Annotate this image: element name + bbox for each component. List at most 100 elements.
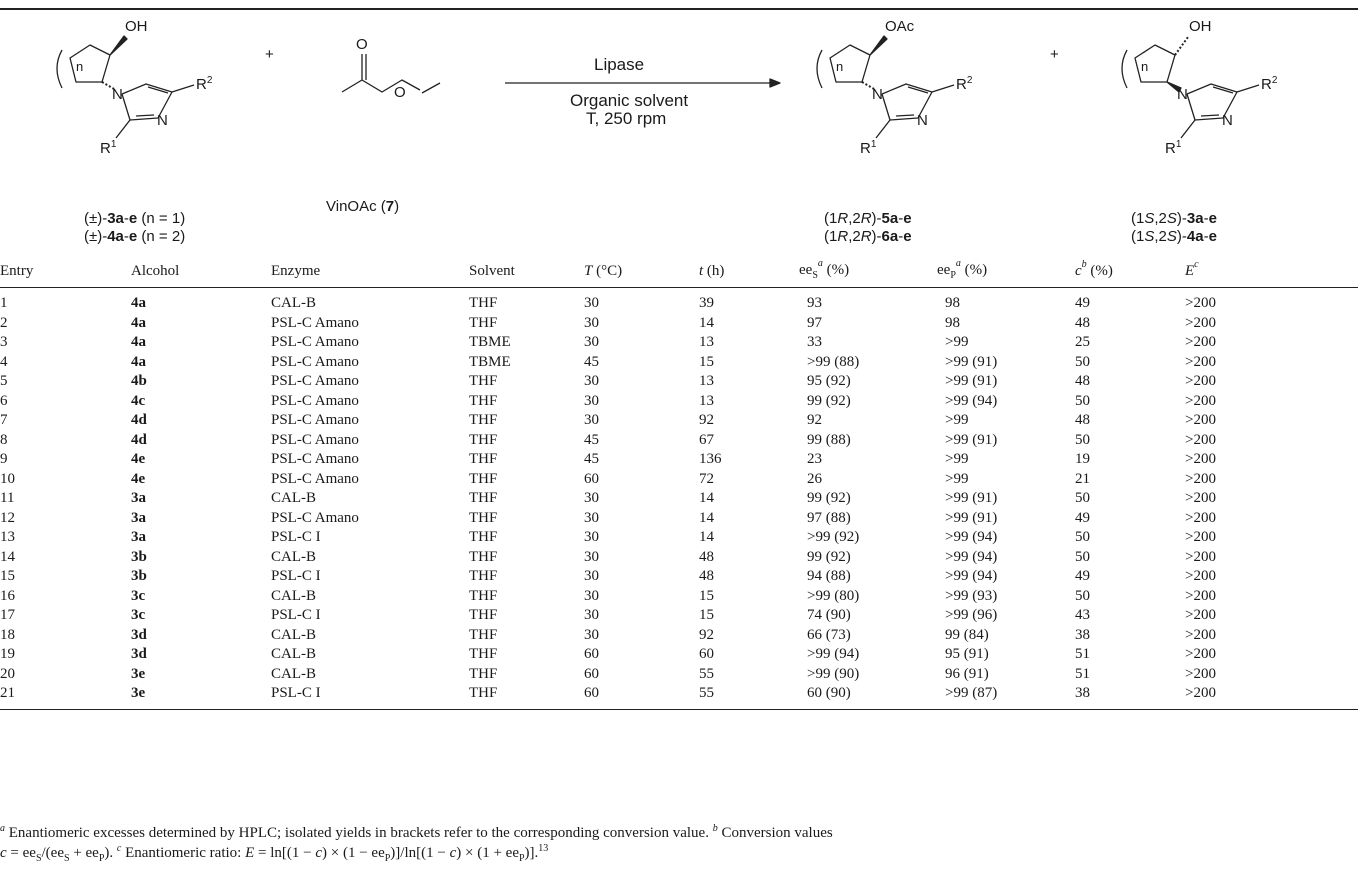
footnote-line-2: c = eeS/(eeS + eeP). c Enantiomeric rati… <box>0 843 549 864</box>
table-cell: 48 <box>1075 373 1090 389</box>
product1-label-line1: (1R,2R)-5a-e <box>824 210 912 227</box>
table-cell: 15 <box>0 568 15 584</box>
table-cell: 14 <box>699 314 714 331</box>
table-cell: 3e <box>131 665 146 682</box>
table-cell: >200 <box>1185 607 1216 623</box>
table-cell: 6 <box>0 392 8 409</box>
table-cell: PSL-C I <box>271 529 321 545</box>
reagent-lipase: Lipase <box>594 55 645 74</box>
table-cell: >200 <box>1185 587 1216 604</box>
plus-sign-2: + <box>1050 46 1059 63</box>
table-cell: 99 (88) <box>807 431 851 448</box>
header-time: t (h) <box>699 256 799 288</box>
table-cell: 8 <box>0 431 8 448</box>
table-cell: THF <box>469 490 498 506</box>
table-cell: 55 <box>699 684 799 710</box>
table-cell: THF <box>469 548 498 565</box>
table-cell: THF <box>469 509 498 526</box>
footnote-line-1: a Enantiomeric excesses determined by HP… <box>0 823 833 841</box>
product1-label-line2: (1R,2R)-6a-e <box>824 228 912 245</box>
table-cell: 48 <box>699 548 714 565</box>
table-cell: 30 <box>584 392 599 409</box>
table-cell: 60 <box>584 684 699 710</box>
table-cell: 15 <box>699 607 714 623</box>
table-cell: 20 <box>0 665 15 682</box>
table-cell: >200 <box>1185 373 1216 389</box>
table-cell: >200 <box>1185 490 1216 506</box>
table-cell: 4a <box>131 295 146 311</box>
table-cell: THF <box>469 646 498 662</box>
table-cell: >99 (93) <box>945 587 998 604</box>
table-cell: 99 (92) <box>807 490 851 506</box>
table-cell: 50 <box>1075 392 1090 409</box>
table-cell: 3 <box>0 334 8 350</box>
table-cell: 92 <box>699 412 714 428</box>
table-cell: 60 (90) <box>799 684 937 710</box>
table-cell: THF <box>469 431 498 448</box>
table-cell: 19 <box>0 646 15 662</box>
table-cell: >99 (94) <box>807 646 860 662</box>
table-cell: 4b <box>131 373 147 389</box>
table-cell: 50 <box>1075 353 1090 370</box>
substrate-r2-label: R2 <box>196 75 213 93</box>
table-cell: 30 <box>584 373 599 389</box>
product1-r1-label: R1 <box>860 139 877 157</box>
table-cell: PSL-C Amano <box>271 451 359 467</box>
table-cell: 9 <box>0 451 8 467</box>
table-cell: 3a <box>131 529 146 545</box>
table-cell: THF <box>469 295 498 311</box>
table-cell: PSL-C Amano <box>271 470 359 487</box>
product2-r1-label: R1 <box>1165 139 1182 157</box>
table-cell: 50 <box>1075 431 1090 448</box>
product-acetate-structure <box>816 35 955 139</box>
table-cell: 48 <box>699 568 714 584</box>
header-alcohol: Alcohol <box>131 256 271 288</box>
substrate-n3-label: N <box>157 112 168 129</box>
table-cell: >200 <box>1185 665 1216 682</box>
table-cell: >99 (94) <box>945 529 998 545</box>
table-cell: 3b <box>131 548 147 565</box>
table-cell: 45 <box>584 431 599 448</box>
table-cell: 11 <box>0 490 15 506</box>
vinoac-carbonyl-o: O <box>356 36 368 53</box>
table-cell: >200 <box>1185 684 1358 710</box>
table-cell: 25 <box>1075 334 1090 350</box>
table-cell: 95 (92) <box>807 373 851 389</box>
table-cell: >200 <box>1185 314 1216 331</box>
table-cell: 13 <box>699 373 714 389</box>
table-cell: 30 <box>584 548 599 565</box>
table-cell: 48 <box>1075 412 1090 428</box>
table-cell: 97 (88) <box>807 509 851 526</box>
table-cell: 15 <box>699 353 714 370</box>
table-cell: 21 <box>0 684 131 710</box>
table-cell: 19 <box>1075 451 1090 467</box>
table-cell: THF <box>469 470 498 487</box>
table-cell: 95 (91) <box>945 646 989 662</box>
table-cell: THF <box>469 587 498 604</box>
table-cell: 51 <box>1075 646 1090 662</box>
header-entry: Entry <box>0 256 131 288</box>
table-cell: PSL-C I <box>271 684 469 710</box>
table-cell: >200 <box>1185 334 1216 350</box>
header-ee-s: eeSa (%) <box>799 256 937 288</box>
table-footnotes: a Enantiomeric excesses determined by HP… <box>0 823 1358 869</box>
substrate-r1-label: R1 <box>100 139 117 157</box>
table-cell: 13 <box>0 529 15 545</box>
table-cell: 38 <box>1075 684 1185 710</box>
table-cell: 4d <box>131 431 147 448</box>
table-cell: 43 <box>1075 607 1090 623</box>
table-cell: THF <box>469 568 498 584</box>
top-rule <box>0 8 1358 10</box>
table-cell: 10 <box>0 470 15 487</box>
reagent-conditions: T, 250 rpm <box>586 109 667 128</box>
product2-label-line1: (1S,2S)-3a-e <box>1131 210 1217 227</box>
table-cell: THF <box>469 626 498 643</box>
table-cell: PSL-C Amano <box>271 431 359 448</box>
